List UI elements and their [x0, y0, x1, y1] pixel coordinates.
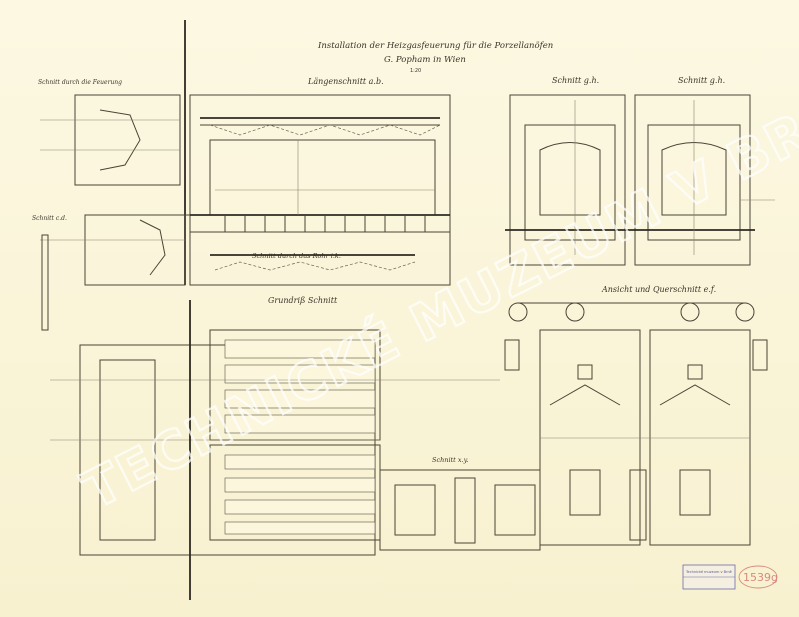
label-section-left-mid: Schnitt c.d.	[32, 215, 67, 222]
label-section-left-top: Schnitt durch die Feuerung	[38, 79, 122, 86]
small-section	[379, 469, 541, 551]
longitudinal-section	[100, 20, 451, 286]
label-section-small: Schnitt x.y.	[432, 456, 468, 464]
label-section-gh-2: Schnitt g.h.	[678, 76, 725, 85]
drawing-subtitle: G. Popham in Wien	[384, 55, 466, 65]
label-section-pipe: Schnitt durch das Rohr i.k.	[252, 252, 341, 260]
label-plan: Grundriß Schnitt	[268, 296, 338, 305]
view-cross-section	[504, 302, 768, 546]
section-gh-left	[505, 94, 630, 266]
drawing-title: Installation der Heizgasfeuerung für die…	[317, 41, 553, 51]
stamp-label: Technické muzeum v Brně	[685, 570, 732, 574]
label-longitudinal: Längenschnitt a.b.	[307, 77, 384, 86]
label-view-section: Ansicht und Querschnitt e.f.	[601, 285, 716, 294]
left-section-details	[40, 94, 186, 331]
section-gh-right	[630, 94, 775, 266]
inventory-number: 1539g	[743, 571, 778, 584]
archive-stamp: Technické muzeum v Brně 1539g	[682, 564, 778, 590]
plan-view	[50, 300, 500, 600]
plan-cells	[224, 339, 376, 535]
label-section-gh-1: Schnitt g.h.	[552, 76, 599, 85]
drawing-scale: 1:20	[410, 68, 421, 74]
